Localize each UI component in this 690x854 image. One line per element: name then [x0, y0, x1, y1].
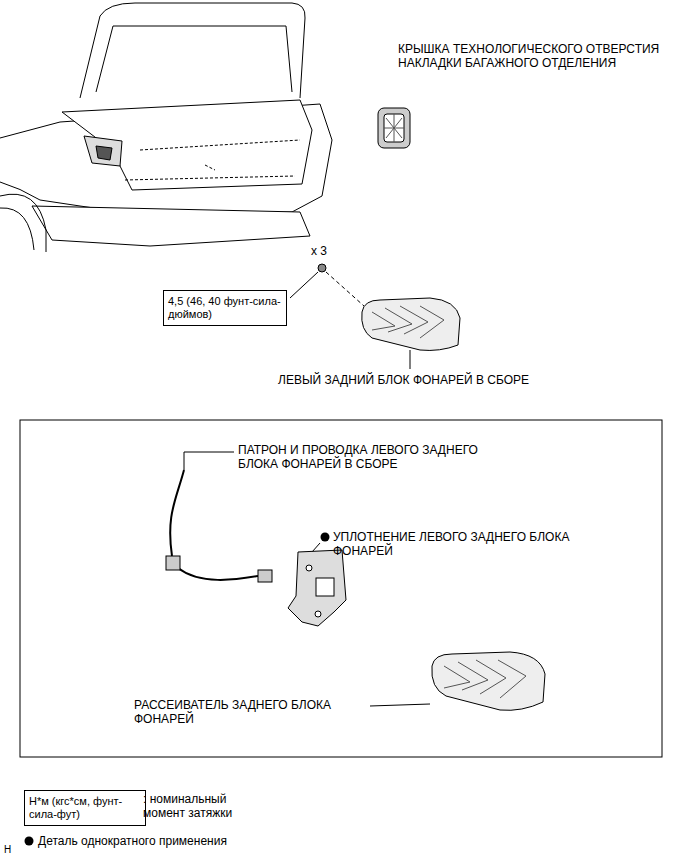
bumper	[32, 206, 310, 246]
torque-leader	[290, 272, 318, 298]
lens-body	[432, 652, 545, 710]
lamp-lens	[432, 652, 545, 710]
cover-icon	[378, 108, 410, 148]
box-text: Н*м (кгс*см, фунт-сила-фут)	[29, 795, 141, 821]
socket-wiring	[166, 470, 272, 582]
gasket-body	[288, 550, 346, 626]
trunk-lid-inner	[96, 26, 292, 92]
part-name: УПЛОТНЕНИЕ ЛЕВОГО ЗАДНЕГО БЛОКА ФОНАРЕЙ	[333, 530, 605, 558]
legend-entry: Деталь однократного применения	[38, 834, 227, 848]
legend-text: : номинальный момент затяжки	[143, 792, 232, 820]
part-name: КРЫШКА ТЕХНОЛОГИЧЕСКОГО ОТВЕРСТИЯ НАКЛАД…	[398, 42, 666, 70]
part-name: ЛЕВЫЙ ЗАДНИЙ БЛОК ФОНАРЕЙ В СБОРЕ	[278, 373, 529, 387]
lens-chevrons	[444, 660, 526, 698]
part-name: ПАТРОН И ПРОВОДКА ЛЕВОГО ЗАДНЕГО БЛОКА Ф…	[238, 443, 490, 471]
legend-dot	[25, 837, 34, 846]
quantity: x 3	[311, 244, 327, 258]
lamp-body	[362, 298, 460, 350]
socket	[258, 570, 272, 582]
wheel-arch	[0, 194, 46, 252]
nut	[318, 264, 326, 272]
lamp-leader	[410, 350, 411, 369]
tail-lamp	[84, 136, 122, 166]
single-use-mark	[321, 533, 330, 542]
trunk-detail	[125, 140, 300, 180]
box-text: 4,5 (46, 40 фунт-сила-дюймов)	[168, 295, 282, 321]
tail-lamp-part	[96, 146, 112, 160]
lens-leader	[370, 704, 430, 706]
cover-inner	[384, 114, 404, 142]
gasket-hole	[316, 578, 334, 596]
rear-lamp-assembly	[362, 298, 460, 350]
wheel	[0, 208, 34, 250]
wire	[170, 470, 184, 556]
trunk-lid	[80, 3, 305, 98]
cover-ribs	[384, 114, 404, 142]
torque-legend-box: Н*м (кгс*см, фунт-сила-фут)	[24, 790, 146, 826]
gasket	[288, 550, 346, 626]
legend-text: Деталь однократного применения	[38, 834, 227, 848]
lamp-chevrons	[372, 306, 444, 338]
legend-entry: : номинальный момент затяжки	[143, 792, 255, 820]
car-rear	[0, 3, 332, 252]
cover-outline	[378, 108, 410, 148]
wire	[178, 568, 258, 580]
gasket-hole	[315, 611, 321, 617]
trunk-opening	[62, 100, 312, 190]
detail-frame	[20, 420, 662, 757]
wiring-leader	[184, 452, 234, 470]
part-name: РАССЕИВАТЕЛЬ ЗАДНЕГО БЛОКА ФОНАРЕЙ	[134, 698, 366, 726]
gasket-hole	[306, 565, 312, 571]
nut-dash-line	[326, 272, 364, 306]
connector	[166, 556, 180, 570]
torque-box: 4,5 (46, 40 фунт-сила-дюймов)	[163, 290, 287, 326]
figure-code: H	[4, 843, 11, 854]
